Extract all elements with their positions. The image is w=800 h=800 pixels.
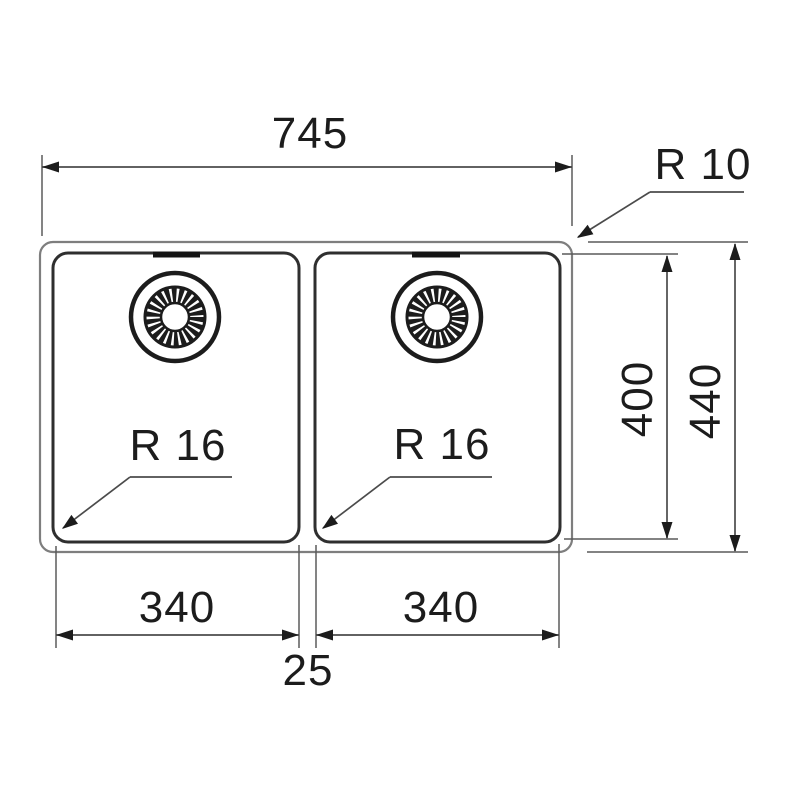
left-bowl-width-label: 340 — [139, 583, 215, 632]
sink-rim-outline — [38, 240, 574, 554]
arrow-right-icon — [282, 629, 299, 641]
drain-strainer-slots — [145, 287, 205, 347]
drain-center-hole — [421, 301, 453, 333]
leader-arrow-icon — [62, 514, 78, 529]
right-bowl-width-label: 340 — [403, 583, 479, 632]
right-drain-strainer-icon — [390, 270, 484, 364]
dim-overall-depth: 440 — [587, 241, 748, 553]
left-bowl-radius-label: R 16 — [130, 421, 227, 470]
callout-outer-corner-radius: R 10 — [577, 140, 752, 238]
arrow-up-icon — [729, 243, 741, 260]
drain-strainer-slots — [407, 287, 467, 347]
overall-width-label: 745 — [272, 109, 348, 158]
arrow-down-icon — [729, 535, 741, 552]
drain-outer-ring — [128, 270, 222, 364]
left-drain-strainer-icon — [128, 270, 222, 364]
right-bowl-radius-label: R 16 — [394, 420, 491, 469]
callout-right-bowl-radius: R 16 — [322, 420, 492, 529]
arrow-left-icon — [56, 629, 73, 641]
leader-arrow-icon — [577, 224, 594, 238]
dim-right-bowl-width: 340 — [315, 544, 560, 648]
arrow-right-icon — [542, 629, 559, 641]
drain-outer-ring — [390, 270, 484, 364]
dim-overall-width: 745 — [41, 109, 573, 236]
sink-outline-group — [38, 240, 574, 554]
bowl-depth-label: 400 — [613, 361, 662, 437]
arrow-down-icon — [661, 522, 673, 539]
dim-center-divider: 25 — [283, 646, 334, 695]
drain-mid-ring — [143, 285, 207, 349]
left-bowl-overflow-mark — [153, 251, 200, 258]
arrow-left-icon — [42, 161, 59, 173]
drain-center-hole — [159, 301, 191, 333]
arrow-right-icon — [555, 161, 572, 173]
arrow-left-icon — [316, 629, 333, 641]
dim-bowl-depth: 400 — [562, 253, 678, 540]
overall-depth-label: 440 — [681, 363, 730, 439]
dim-left-bowl-width: 340 — [55, 545, 300, 648]
center-divider-label: 25 — [283, 646, 334, 695]
drain-mid-ring — [405, 285, 469, 349]
arrow-up-icon — [661, 255, 673, 272]
leader-arrow-icon — [322, 514, 338, 529]
outer-corner-radius-label: R 10 — [655, 140, 752, 189]
callout-left-bowl-radius: R 16 — [62, 421, 232, 529]
right-bowl-overflow-mark — [412, 251, 460, 258]
